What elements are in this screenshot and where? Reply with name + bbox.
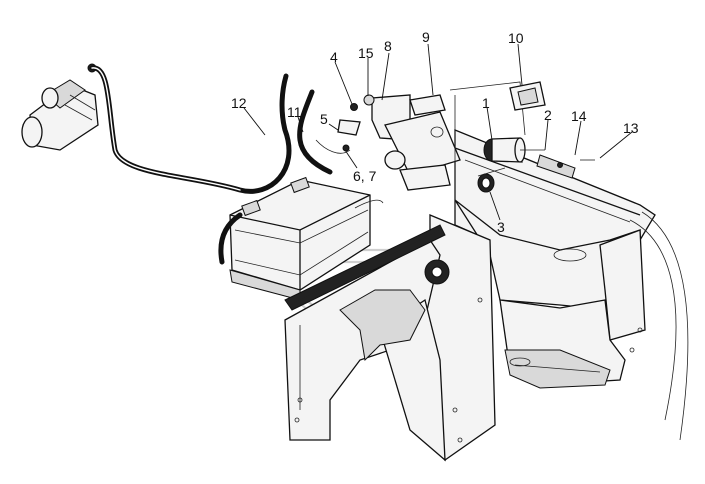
switch-10	[509, 81, 546, 111]
relay-bracket	[384, 81, 526, 210]
callout-8: 8	[384, 38, 392, 54]
callout-12: 12	[231, 95, 247, 111]
callout-1: 1	[482, 95, 490, 111]
leader-lines	[243, 43, 633, 221]
vehicle-frame	[454, 129, 689, 441]
mounting-bracket	[284, 214, 496, 462]
callout-14: 14	[571, 108, 587, 124]
callout-4: 4	[330, 49, 338, 65]
cable-12	[89, 65, 292, 194]
callout-2: 2	[544, 107, 552, 123]
battery	[229, 176, 446, 311]
callout-10: 10	[508, 30, 524, 46]
callout-3: 3	[497, 219, 505, 235]
cable-battery-ground	[218, 199, 384, 265]
callout-6-7: 6, 7	[353, 168, 377, 184]
callout-11: 11	[287, 104, 302, 120]
cable-11	[297, 89, 333, 175]
callout-5: 5	[320, 111, 328, 127]
callout-labels: 1 2 3 4 5 6, 7 8 9 10 11 12 13 14 15	[231, 29, 639, 235]
callout-15: 15	[358, 45, 374, 61]
callout-13: 13	[623, 120, 639, 136]
starter-motor	[21, 63, 99, 151]
callout-9: 9	[422, 29, 430, 45]
